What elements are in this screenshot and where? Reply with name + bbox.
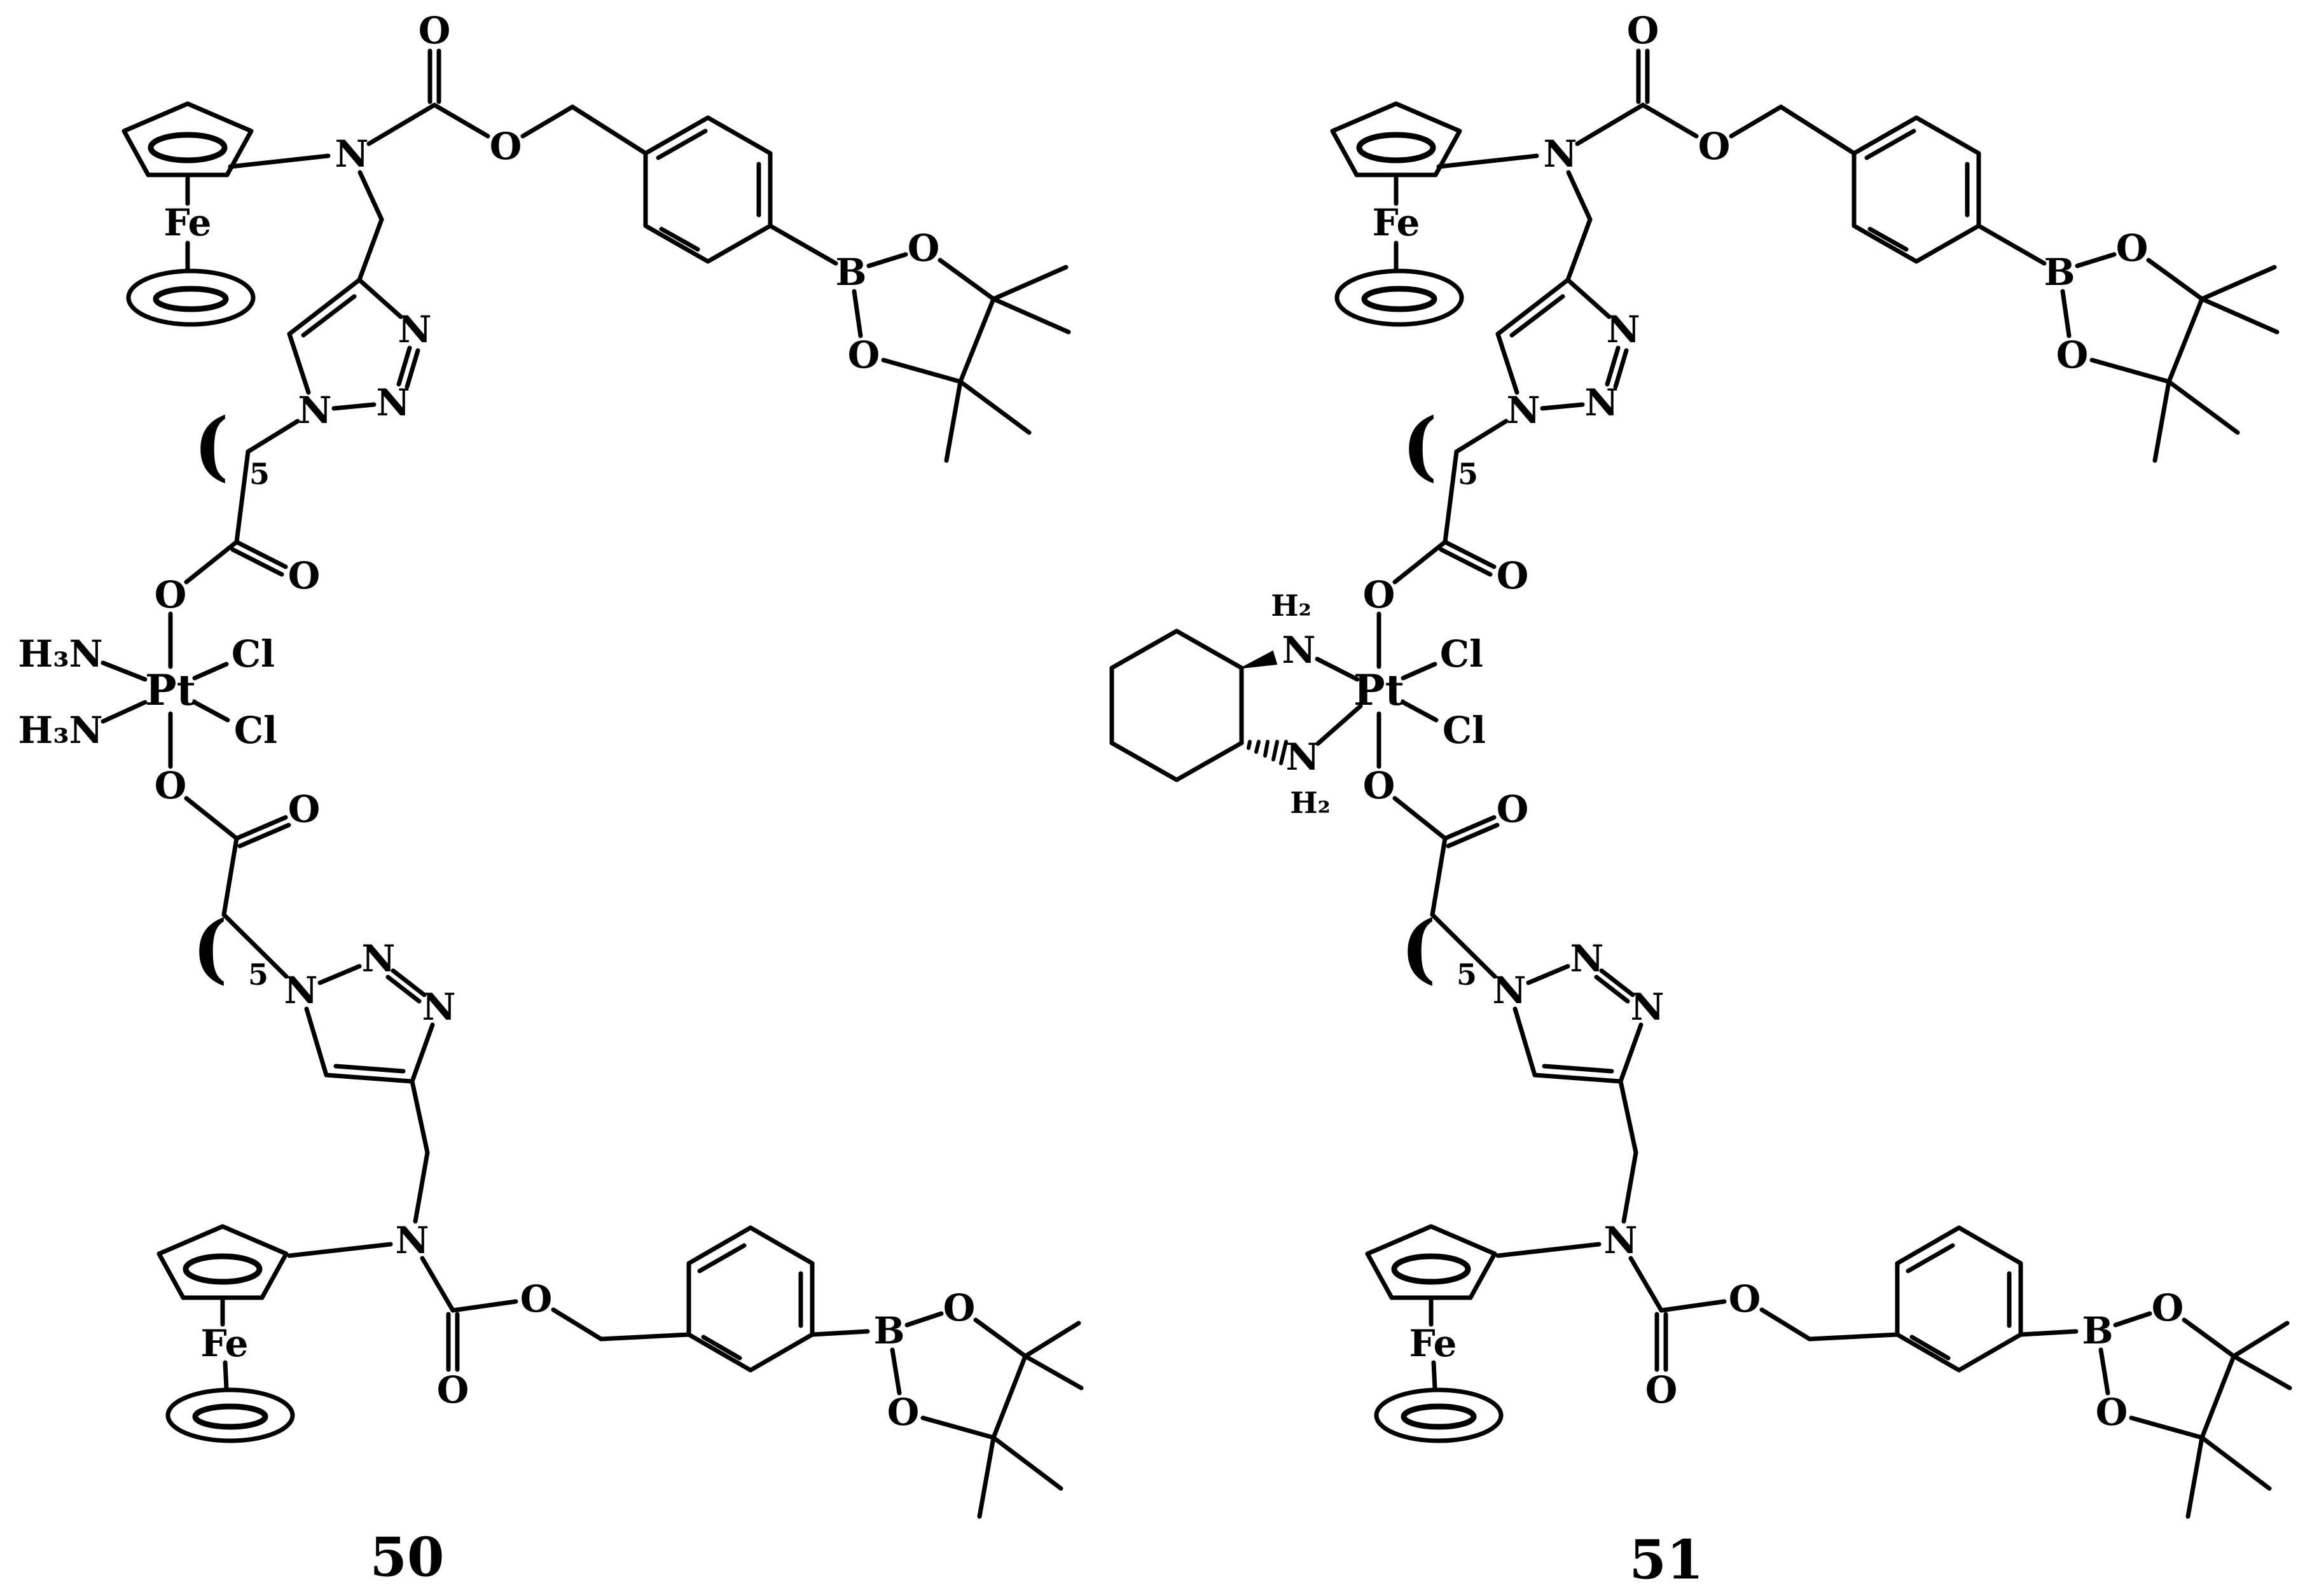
molecule-51: Pt Cl Cl H₂ N N H₂: [1109, 9, 2290, 1592]
amine-n-label: N: [1285, 735, 1319, 779]
platinum-center-cisplatin: Pt Cl Cl H₃N H₃N: [18, 632, 277, 752]
compound-number-51: 51: [1630, 1529, 1704, 1592]
cl-label: Cl: [234, 709, 277, 752]
cl-label: Cl: [232, 632, 275, 676]
cl-label: Cl: [1440, 632, 1483, 676]
amine-n-label: N: [1282, 628, 1315, 672]
amine-h2-label: H₂: [1290, 786, 1331, 820]
cyclohexane-diamine-group: H₂ N N H₂: [1109, 588, 1363, 820]
ammine-label: H₃N: [18, 709, 102, 752]
platinum-center-dach: Pt Cl Cl H₂ N N H₂: [1109, 588, 1486, 820]
pt-label: Pt: [145, 665, 197, 715]
hashed-wedge-bond: [1247, 740, 1288, 765]
cl-label: Cl: [1443, 709, 1486, 752]
amine-h2-label: H₂: [1271, 588, 1312, 623]
compound-number-50: 50: [370, 1526, 445, 1589]
molecule-50: Pt Cl Cl H₃N H₃N 50: [18, 9, 1081, 1589]
ammine-label: H₃N: [18, 632, 102, 676]
wedge-bond: [1241, 650, 1278, 669]
